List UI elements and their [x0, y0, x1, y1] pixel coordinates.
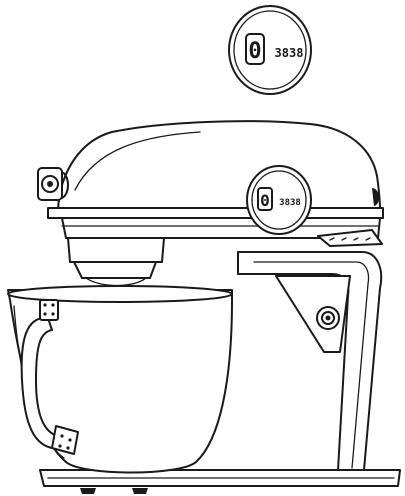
mixer-head [47, 120, 384, 247]
mixer-display-time: 3838 [279, 198, 301, 208]
mixing-bowl [7, 285, 233, 474]
display-detail-time: 3838 [275, 46, 304, 60]
display-detail-mode: 0 [248, 39, 261, 64]
handle-upper-mount [39, 299, 59, 321]
beater-shaft [67, 237, 165, 287]
speed-lever [317, 229, 383, 247]
mixer-display-mode-digit-frame [257, 187, 273, 211]
display-detail-mode-digit-frame [245, 33, 265, 65]
mixer-stand [39, 251, 401, 494]
attachment-hub [37, 167, 69, 201]
handle-lower-mount [51, 425, 79, 455]
bowl-rim [7, 285, 233, 303]
display-detail: 0 3838 [228, 5, 312, 95]
rear-vent [372, 188, 380, 206]
mixer-display: 0 3838 [246, 165, 312, 235]
bowl-clamp [275, 275, 351, 353]
mixer-display-mode: 0 [260, 191, 270, 210]
head-band [47, 207, 384, 219]
